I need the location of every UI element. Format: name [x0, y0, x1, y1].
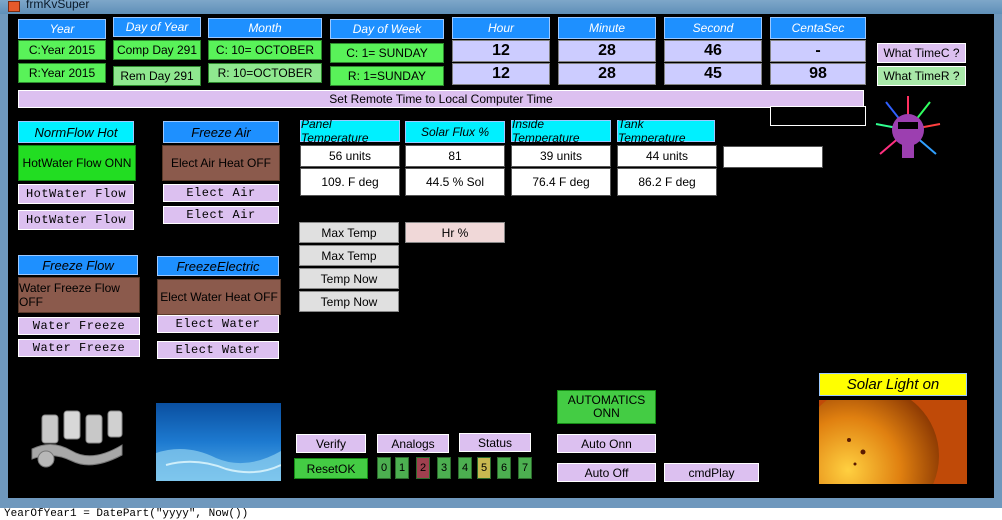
what-time-c-button[interactable]: What TimeC ? — [877, 43, 966, 63]
indicator-3: 3 — [437, 457, 451, 479]
temp-now-button-1[interactable]: Temp Now — [299, 268, 399, 289]
hotwater-flow-button-1[interactable]: HotWater Flow — [18, 184, 134, 204]
indicator-5: 5 — [477, 457, 491, 479]
panel-temperature-title: Panel Temperature — [300, 117, 400, 145]
auto-onn-button[interactable]: Auto Onn — [557, 434, 656, 453]
header-day-of-year: Day of Year — [113, 17, 201, 37]
remote-year: R:Year 2015 — [18, 63, 106, 83]
auto-off-button[interactable]: Auto Off — [557, 463, 656, 482]
elect-water-button-1[interactable]: Elect Water — [157, 315, 279, 333]
status-button[interactable]: Status — [459, 433, 531, 452]
indicator-1: 1 — [395, 457, 409, 479]
solar-light-label: Solar Light on — [819, 373, 967, 396]
computer-month: C: 10= OCTOBER — [208, 40, 322, 60]
window-titlebar[interactable]: frmKvSuper — [0, 0, 1002, 14]
remote-day-of-year: Rem Day 291 — [113, 66, 201, 86]
indicator-7: 7 — [518, 457, 532, 479]
max-temp-button-2[interactable]: Max Temp — [299, 245, 399, 266]
app-icon — [8, 1, 20, 12]
tank-temperature-title: Tank Temperature — [617, 117, 715, 145]
freeze-flow-status: Water Freeze Flow OFF — [18, 277, 140, 313]
inside-temperature-value: 76.4 F deg — [511, 168, 611, 196]
header-centasec: CentaSec — [770, 17, 866, 39]
elect-air-button-1[interactable]: Elect Air — [163, 184, 279, 202]
extra-field — [723, 146, 823, 168]
computer-minute: 28 — [558, 40, 656, 62]
header-minute: Minute — [558, 17, 656, 39]
indicator-6: 6 — [497, 457, 511, 479]
water-freeze-button-1[interactable]: Water Freeze — [18, 317, 140, 335]
freeze-electric-status: Elect Water Heat OFF — [157, 279, 281, 315]
panel-temperature-value: 109. F deg — [300, 168, 400, 196]
freeze-air-title: Freeze Air — [163, 121, 279, 143]
window-frame-left — [0, 14, 8, 506]
sun-image — [799, 386, 967, 520]
window-title: frmKvSuper — [26, 0, 90, 11]
solar-flux-title: Solar Flux % — [405, 121, 505, 143]
status-box — [770, 106, 866, 126]
remote-centasec: 98 — [770, 63, 866, 85]
window-frame-bottom — [0, 498, 1002, 508]
elect-air-button-2[interactable]: Elect Air — [163, 206, 279, 224]
code-editor-strip: YearOfYear1 = DatePart("yyyy", Now()) — [0, 508, 1002, 520]
inside-temperature-units: 39 units — [511, 145, 611, 167]
tank-temperature-units: 44 units — [617, 145, 717, 167]
remote-hour: 12 — [452, 63, 550, 85]
indicator-0: 0 — [377, 457, 391, 479]
computer-hour: 12 — [452, 40, 550, 62]
remote-day-of-week: R: 1=SUNDAY — [330, 66, 444, 86]
freeze-electric-title: FreezeElectric — [157, 256, 279, 276]
panel-temperature-units: 56 units — [300, 145, 400, 167]
window-frame-right — [994, 14, 1002, 506]
normflow-hot-status: HotWater Flow ONN — [18, 145, 136, 181]
header-day-of-week: Day of Week — [330, 19, 444, 39]
hotwater-flow-button-2[interactable]: HotWater Flow — [18, 210, 134, 230]
hr-percent-button[interactable]: Hr % — [405, 222, 505, 243]
set-remote-time-button[interactable]: Set Remote Time to Local Computer Time — [18, 90, 864, 108]
computer-year: C:Year 2015 — [18, 40, 106, 60]
remote-minute: 28 — [558, 63, 656, 85]
computer-day-of-year: Comp Day 291 — [113, 40, 201, 60]
header-second: Second — [664, 17, 762, 39]
normflow-hot-title: NormFlow Hot — [18, 121, 134, 143]
what-time-r-button[interactable]: What TimeR ? — [877, 66, 966, 86]
remote-second: 45 — [664, 63, 762, 85]
computer-second: 46 — [664, 40, 762, 62]
water-freeze-button-2[interactable]: Water Freeze — [18, 339, 140, 357]
freeze-air-status: Elect Air Heat OFF — [162, 145, 280, 181]
verify-button[interactable]: Verify — [296, 434, 366, 453]
computer-centasec: - — [770, 40, 866, 62]
remote-month: R: 10=OCTOBER — [208, 63, 322, 83]
underwater-image — [156, 403, 282, 481]
indicator-2: 2 — [416, 457, 430, 479]
max-temp-button-1[interactable]: Max Temp — [299, 222, 399, 243]
automatics-status: AUTOMATICS ONN — [557, 390, 656, 424]
header-year: Year — [18, 19, 106, 39]
indicator-4: 4 — [458, 457, 472, 479]
computer-day-of-week: C: 1= SUNDAY — [330, 43, 444, 63]
freeze-flow-title: Freeze Flow — [18, 255, 138, 275]
cmd-play-button[interactable]: cmdPlay — [664, 463, 759, 482]
solar-flux-units: 81 — [405, 145, 505, 167]
header-month: Month — [208, 18, 322, 38]
elect-water-button-2[interactable]: Elect Water — [157, 341, 279, 359]
engine-icon — [22, 405, 132, 471]
header-hour: Hour — [452, 17, 550, 39]
mascot-icon — [874, 94, 942, 166]
analogs-button[interactable]: Analogs — [377, 434, 449, 453]
temp-now-button-2[interactable]: Temp Now — [299, 291, 399, 312]
inside-temperature-title: Inside Temperature — [511, 117, 611, 145]
solar-flux-value: 44.5 % Sol — [405, 168, 505, 196]
tank-temperature-value: 86.2 F deg — [617, 168, 717, 196]
reset-ok-button[interactable]: ResetOK — [294, 458, 368, 479]
